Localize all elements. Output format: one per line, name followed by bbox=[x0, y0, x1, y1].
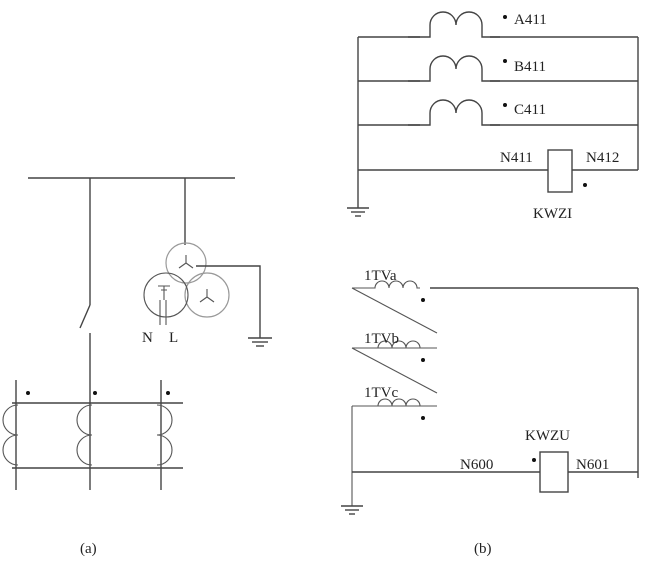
label-kwzi: KWZI bbox=[533, 206, 572, 222]
label-c411: C411 bbox=[514, 102, 546, 118]
label-n600: N600 bbox=[460, 457, 493, 473]
ct-coil-c-icon bbox=[408, 99, 507, 126]
current-relay-circuit: A411 B411 C411 N411 N412 KWZI bbox=[347, 11, 639, 222]
ct-coil-a-icon bbox=[408, 11, 507, 38]
label-1tvc: 1TVc bbox=[364, 385, 398, 401]
label-n601: N601 bbox=[576, 457, 609, 473]
ground-icon-a bbox=[248, 337, 272, 347]
caption-b: (b) bbox=[474, 541, 492, 557]
caption-a: (a) bbox=[80, 541, 97, 557]
label-b411: B411 bbox=[514, 59, 546, 75]
neutral-label: N bbox=[142, 330, 153, 346]
voltage-relay-circuit: 1TVa 1TVb 1TVc KWZU N600 N601 bbox=[341, 268, 639, 515]
label-n412: N412 bbox=[586, 150, 619, 166]
label-kwzu: KWZU bbox=[525, 428, 570, 444]
vt-winding-a-icon bbox=[351, 280, 438, 334]
voltage-transformer-icon bbox=[143, 242, 261, 338]
relay-kwzi-icon bbox=[547, 149, 573, 193]
vt-winding-b-icon bbox=[351, 340, 438, 394]
primary-circuit: N L (a) bbox=[2, 177, 272, 557]
breaker-switch-icon bbox=[79, 304, 91, 490]
label-n411: N411 bbox=[500, 150, 533, 166]
vt-winding-c-icon bbox=[351, 398, 437, 506]
line-label: L bbox=[169, 330, 178, 346]
label-1tva: 1TVa bbox=[364, 268, 397, 284]
relay-kwzu-icon bbox=[539, 451, 569, 493]
label-a411: A411 bbox=[514, 12, 547, 28]
label-1tvb: 1TVb bbox=[364, 331, 399, 347]
ground-icon-b1 bbox=[347, 207, 369, 217]
ground-icon-b2 bbox=[341, 505, 363, 515]
current-transformer-group bbox=[2, 380, 183, 490]
ct-coil-b-icon bbox=[408, 55, 507, 82]
